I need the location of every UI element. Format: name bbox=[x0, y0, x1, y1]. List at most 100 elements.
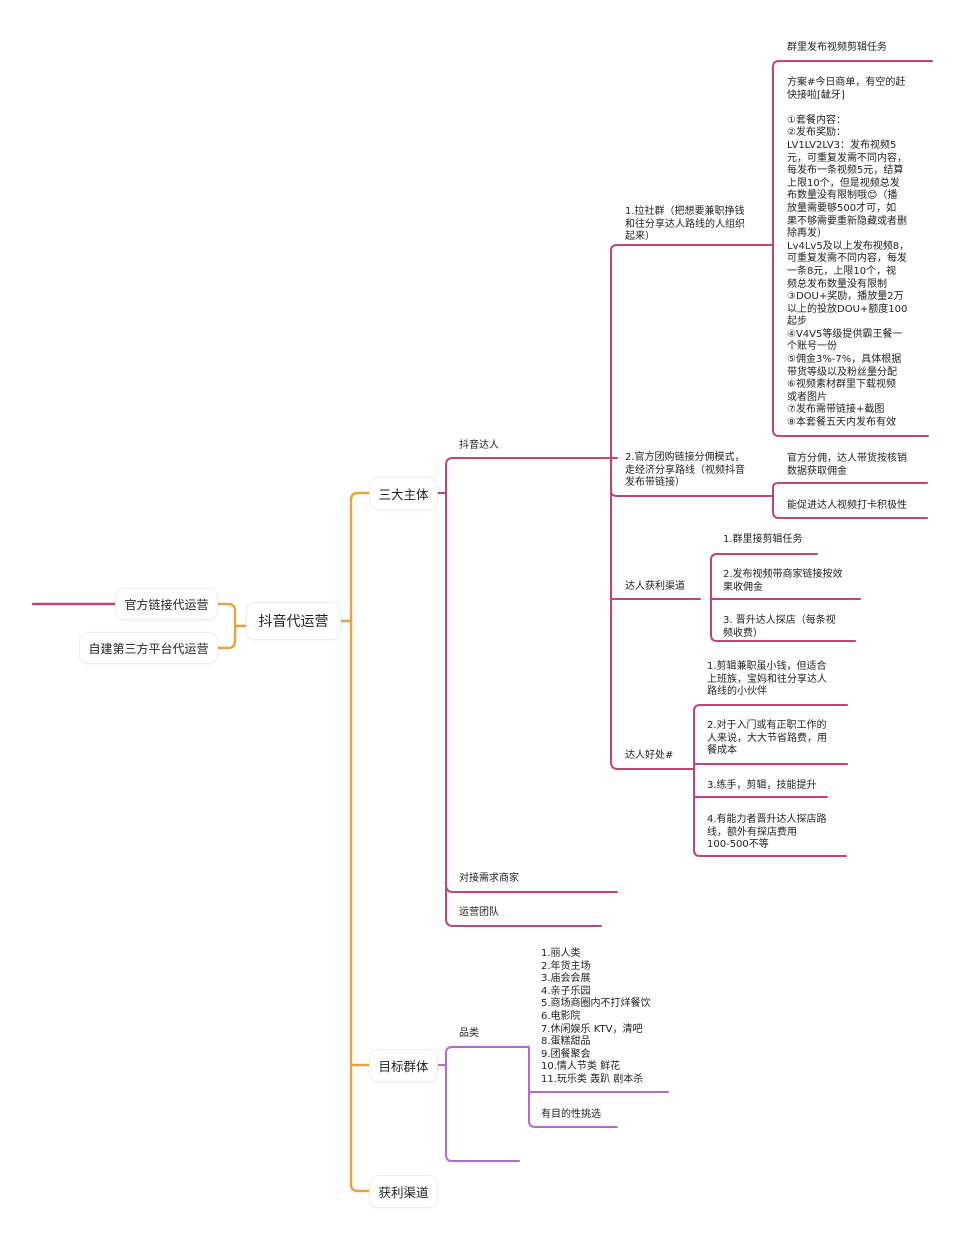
connector-subjects bbox=[436, 457, 618, 927]
text-line: 达人好处# bbox=[625, 750, 674, 761]
text-line: ②发布奖励： bbox=[787, 127, 846, 139]
branch-three-subjects[interactable]: 三大主体 bbox=[370, 478, 437, 509]
text-line: 100-500不等 bbox=[707, 839, 769, 851]
text-line: ⑥视频素材群里下载视频 bbox=[787, 379, 896, 391]
text-line: 线，额外有探店费用 bbox=[707, 826, 797, 838]
text-line: 1.群里接剪辑任务 bbox=[723, 534, 803, 545]
text-line: 带货等级以及粉丝量分配 bbox=[787, 366, 897, 378]
text-line: 有目的性挑选 bbox=[541, 1109, 601, 1120]
branch-target-groups[interactable]: 目标群体 bbox=[370, 1050, 437, 1081]
text-line: ③DOU+奖励，播放量2万 bbox=[787, 291, 904, 303]
text-line: 3. 晋升达人探店（每条视 bbox=[723, 615, 836, 626]
topic-channel-2[interactable]: 2.发布视频带商家链接按效 果收佣金 bbox=[723, 569, 843, 594]
text-line: 走经济分享路线（视频抖音 bbox=[625, 464, 745, 476]
text-line: 10.情人节类 鲜花 bbox=[541, 1061, 621, 1073]
text-line: 方案#今日商单，有空的赶 bbox=[787, 77, 906, 88]
text-line: 1.丽人类 bbox=[541, 948, 581, 959]
left-branch-label: 自建第三方平台代运营 bbox=[88, 641, 209, 656]
text-line: 除再发） bbox=[787, 228, 827, 240]
branch-label: 获利渠道 bbox=[378, 1185, 429, 1200]
text-line: 果收佣金 bbox=[723, 581, 763, 593]
topic-group-edit-task[interactable]: 群里发布视频剪辑任务 bbox=[787, 42, 887, 55]
topic-talent-benefits[interactable]: 达人好处# bbox=[625, 750, 673, 763]
text-line: 数据获取佣金 bbox=[787, 465, 847, 477]
connector-item2 bbox=[772, 482, 928, 519]
text-line: 发布带链接） bbox=[625, 477, 685, 489]
topic-label: 运营团队 bbox=[459, 907, 499, 918]
topic-douyin-talent[interactable]: 抖音达人 bbox=[459, 440, 499, 453]
text-line: 7.休闲娱乐 KTV，清吧 bbox=[541, 1023, 643, 1035]
topic-official-commission[interactable]: 官方分佣，达人带货按核销 数据获取佣金 bbox=[787, 453, 907, 478]
topic-benefit-2[interactable]: 2.对于入门或有正职工作的 人来说，大大节省路费，用 餐成本 bbox=[707, 720, 827, 758]
topic-category[interactable]: 品类 bbox=[459, 1028, 479, 1041]
text-line: 果不够需要重新隐藏或者删 bbox=[787, 215, 907, 227]
text-line: 达人获利渠道 bbox=[625, 581, 685, 592]
text-line: 4.有能力者晋升达人探店路 bbox=[707, 814, 827, 825]
text-line: 1.拉社群（把想要兼职挣钱 bbox=[625, 206, 745, 217]
topic-benefit-1[interactable]: 1.剪辑兼职虽小钱，但适合 上班族，宝妈和往分享达人 路线的小伙伴 bbox=[707, 661, 827, 699]
topic-talent-profit-channels[interactable]: 达人获利渠道 bbox=[625, 581, 685, 594]
text-line: 以上的投放DOU+额度100 bbox=[787, 303, 908, 315]
connector-item4 bbox=[693, 704, 848, 857]
topic-channel-1[interactable]: 1.群里接剪辑任务 bbox=[723, 534, 803, 547]
text-line: 5.商场商圈内不打烊餐饮 bbox=[541, 998, 651, 1010]
text-line: 官方分佣，达人带货按核销 bbox=[787, 453, 907, 464]
topic-benefit-3[interactable]: 3.练手，剪辑，技能提升 bbox=[707, 780, 817, 793]
text-line: 2.发布视频带商家链接按效 bbox=[723, 569, 843, 580]
text-line: LV1LV2LV3：发布视频5 bbox=[787, 139, 897, 151]
text-line: 频收费） bbox=[723, 627, 763, 639]
root-topic[interactable]: 抖音代运营 bbox=[247, 603, 340, 639]
text-line: ⑧本套餐五天内发布有效 bbox=[787, 417, 896, 429]
connector-item3 bbox=[710, 553, 861, 642]
connector-left-branches bbox=[215, 602, 248, 650]
topic-label: 对接需求商家 bbox=[459, 873, 519, 884]
text-line: 9.团餐聚会 bbox=[541, 1048, 591, 1060]
text-line: 或者图片 bbox=[787, 391, 827, 403]
left-branch-official-link[interactable]: 官方链接代运营 bbox=[116, 589, 217, 619]
text-line: 布数量没有限制哦😊（播 bbox=[787, 190, 898, 202]
text-line: 起步 bbox=[787, 316, 807, 328]
topic-merchants[interactable]: 对接需求商家 bbox=[459, 873, 519, 886]
text-line: 放量需要够500才可，如 bbox=[787, 202, 897, 214]
text-line: 路线的小伙伴 bbox=[707, 686, 767, 698]
left-branch-label: 官方链接代运营 bbox=[124, 597, 209, 612]
root-topic-label: 抖音代运营 bbox=[258, 614, 329, 630]
left-branch-self-built[interactable]: 自建第三方平台代运营 bbox=[80, 633, 217, 663]
text-line: 3.庙会会展 bbox=[541, 973, 591, 985]
topic-official-group-buy[interactable]: 2.官方团购链接分佣模式， 走经济分享路线（视频抖音 发布带链接） bbox=[625, 452, 745, 490]
text-line: Lv4Lv5及以上发布视频8， bbox=[787, 240, 910, 252]
text-line bbox=[787, 102, 909, 115]
topic-channel-3[interactable]: 3. 晋升达人探店（每条视 频收费） bbox=[723, 615, 836, 640]
topic-plan-details[interactable]: 方案#今日商单，有空的赶快接啦[龇牙]①套餐内容：②发布奖励：LV1LV2LV3… bbox=[787, 77, 909, 430]
text-line: ⑤佣金3%-7%，具体根据 bbox=[787, 354, 902, 366]
text-line: 4.亲子乐园 bbox=[541, 985, 591, 997]
text-line: 和往分享达人路线的人组织 bbox=[625, 218, 745, 230]
text-line: 2.官方团购链接分佣模式， bbox=[625, 452, 745, 463]
topic-operations-team[interactable]: 运营团队 bbox=[459, 907, 499, 920]
branch-label: 目标群体 bbox=[378, 1059, 429, 1074]
topic-purposeful-selection[interactable]: 有目的性挑选 bbox=[541, 1109, 601, 1122]
text-line: 11.玩乐类 轰趴 剧本杀 bbox=[541, 1073, 644, 1085]
text-line: 快接啦[龇牙] bbox=[787, 89, 845, 101]
text-line: 可重复发需不同内容，每发 bbox=[787, 253, 907, 265]
text-line: 频总发布数量没有限制 bbox=[787, 278, 887, 290]
topic-benefit-4[interactable]: 4.有能力者晋升达人探店路 线，额外有探店费用 100-500不等 bbox=[707, 814, 827, 852]
topic-label: 品类 bbox=[459, 1028, 479, 1039]
text-line: 起来） bbox=[625, 231, 655, 243]
text-line: 2.年货主场 bbox=[541, 960, 591, 972]
topic-promote-checkin[interactable]: 能促进达人视频打卡积极性 bbox=[787, 500, 907, 513]
topic-build-community[interactable]: 1.拉社群（把想要兼职挣钱 和往分享达人路线的人组织 起来） bbox=[625, 206, 745, 244]
connector-targets bbox=[436, 1046, 530, 1162]
connector-category bbox=[528, 1046, 669, 1128]
text-line: 6.电影院 bbox=[541, 1010, 581, 1022]
text-line: 每发布一条视频5元，结算 bbox=[787, 165, 904, 177]
text-line: ④V4V5等级提供霸王餐一 bbox=[787, 328, 903, 340]
text-line: 3.练手，剪辑，技能提升 bbox=[707, 780, 817, 791]
text-line: 能促进达人视频打卡积极性 bbox=[787, 500, 907, 511]
text-line: 2.对于入门或有正职工作的 bbox=[707, 720, 827, 731]
text-line: 一条8元，上限10个，视 bbox=[787, 265, 897, 277]
branch-profit-channels[interactable]: 获利渠道 bbox=[370, 1176, 437, 1207]
text-line: 元，可重复发需不同内容， bbox=[787, 152, 907, 164]
